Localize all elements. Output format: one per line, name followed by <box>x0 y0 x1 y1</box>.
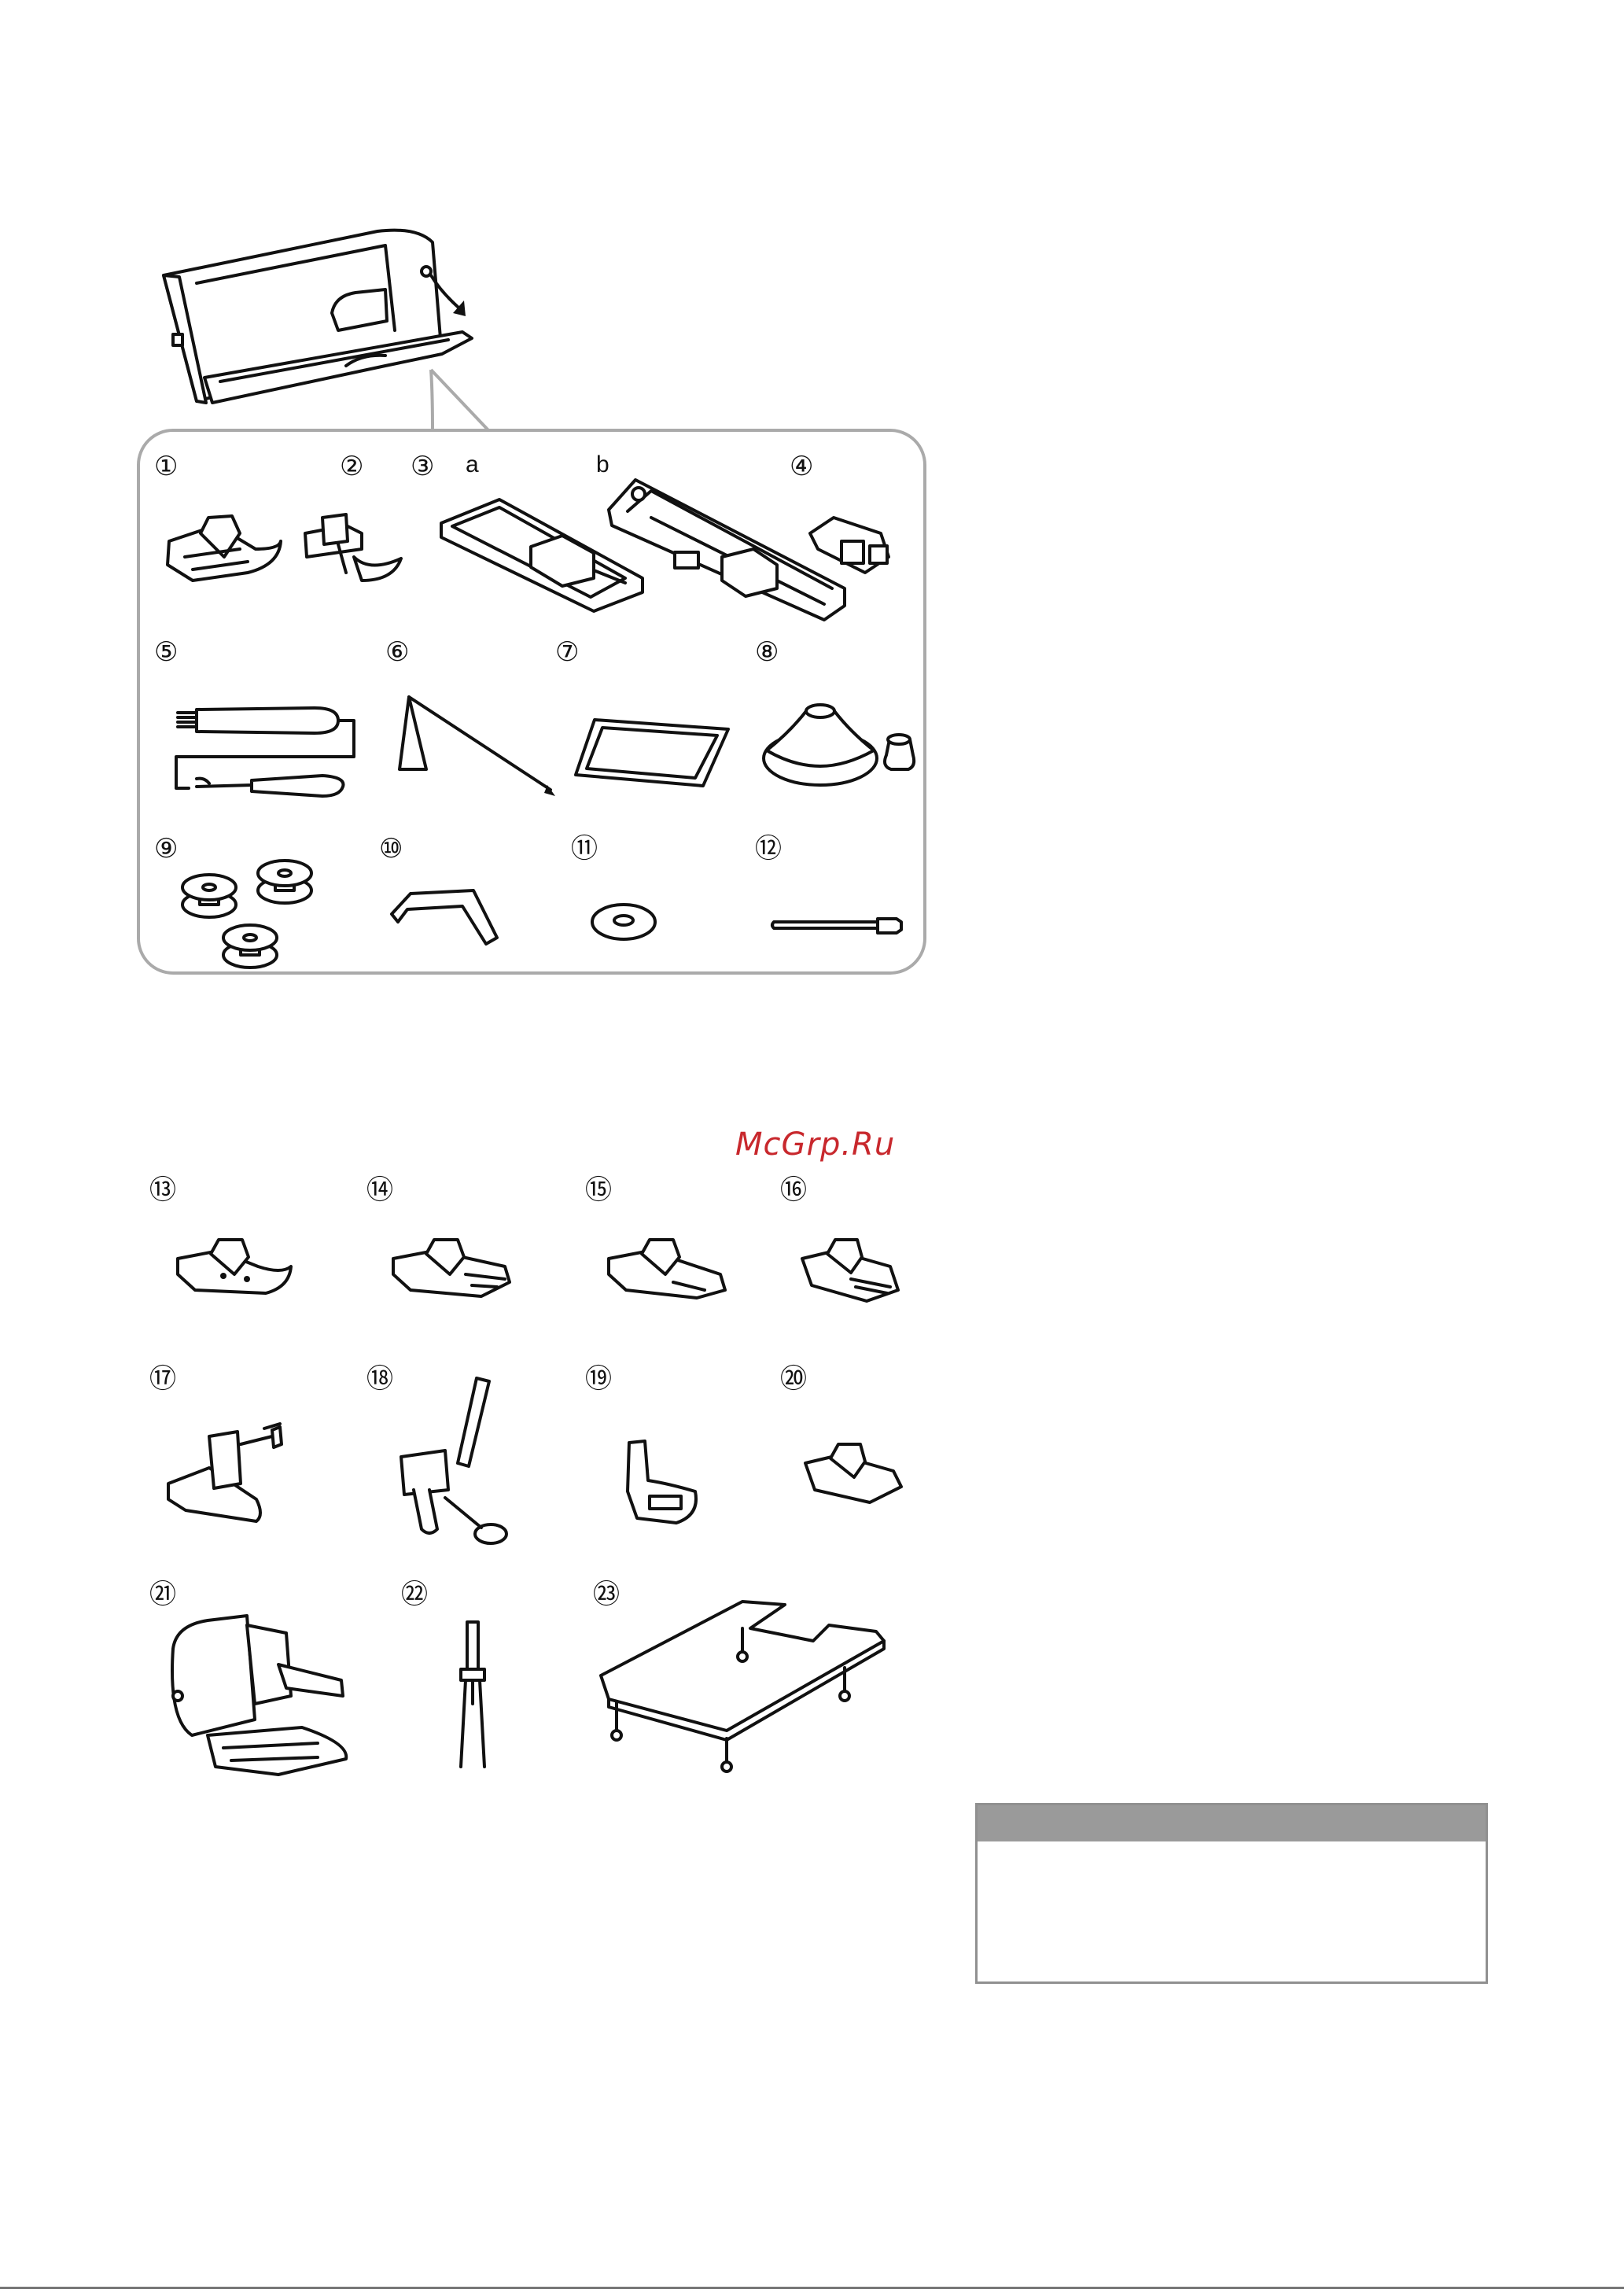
quarter-inch-foot-icon <box>799 1440 909 1518</box>
footer-rule <box>0 2287 1624 2289</box>
walking-foot-icon <box>160 1609 357 1790</box>
item-number-17: ⑰ <box>149 1366 176 1392</box>
darning-foot-icon <box>390 1372 516 1553</box>
item-number-15: ⑮ <box>585 1177 612 1204</box>
item-number-3: ③ <box>411 453 434 480</box>
brush-seam-ripper-icon <box>173 691 362 809</box>
item-number-14: ⑭ <box>366 1177 393 1204</box>
satin-stitch-foot-icon <box>171 1235 297 1306</box>
note-box <box>975 1803 1488 1984</box>
item-number-7: ⑦ <box>555 639 579 665</box>
adjustable-zipper-foot-icon <box>162 1413 288 1531</box>
rolled-hem-foot-icon <box>602 1235 736 1306</box>
zigzag-foot-icon <box>161 510 287 588</box>
item-number-22: ㉒ <box>401 1581 428 1608</box>
screwdriver-icon <box>387 875 505 953</box>
item-number-2: ② <box>340 453 363 480</box>
quilting-guide-icon <box>393 691 558 801</box>
straight-stitch-foot-icon <box>621 1436 708 1531</box>
twin-needle-icon <box>445 1617 500 1775</box>
spool-cap-icon <box>759 688 924 790</box>
item-number-10: ⑩ <box>379 835 403 862</box>
watermark: McGrp.Ru <box>735 1126 895 1163</box>
item-number-19: ⑲ <box>585 1366 612 1392</box>
blind-hem-foot-icon <box>802 510 904 581</box>
item-number-5: ⑤ <box>154 639 178 665</box>
item-number-11: ⑪ <box>571 835 598 862</box>
item-number-21: ㉑ <box>149 1581 176 1608</box>
spool-felt-icon <box>588 898 659 946</box>
note-box-header <box>978 1805 1486 1841</box>
item-number-16: ⑯ <box>780 1177 807 1204</box>
item-number-20: ⑳ <box>780 1366 807 1392</box>
zipper-foot-icon <box>299 510 417 588</box>
bobbins-icon <box>179 857 329 975</box>
extension-table-icon <box>593 1597 892 1778</box>
item-number-6: ⑥ <box>385 639 409 665</box>
item-number-8: ⑧ <box>755 639 779 665</box>
item-number-9: ⑨ <box>154 835 178 862</box>
overcast-foot-icon <box>387 1235 521 1306</box>
item-number-18: ⑱ <box>366 1366 393 1392</box>
item-number-12: ⑫ <box>755 835 782 862</box>
felt-pad-icon <box>571 712 736 791</box>
item-number-13: ⑬ <box>149 1177 176 1204</box>
item-3-sub-label-a: a <box>466 452 479 478</box>
cording-foot-icon <box>796 1235 906 1306</box>
item-number-1: ① <box>154 453 178 480</box>
spool-pin-icon <box>768 909 909 941</box>
